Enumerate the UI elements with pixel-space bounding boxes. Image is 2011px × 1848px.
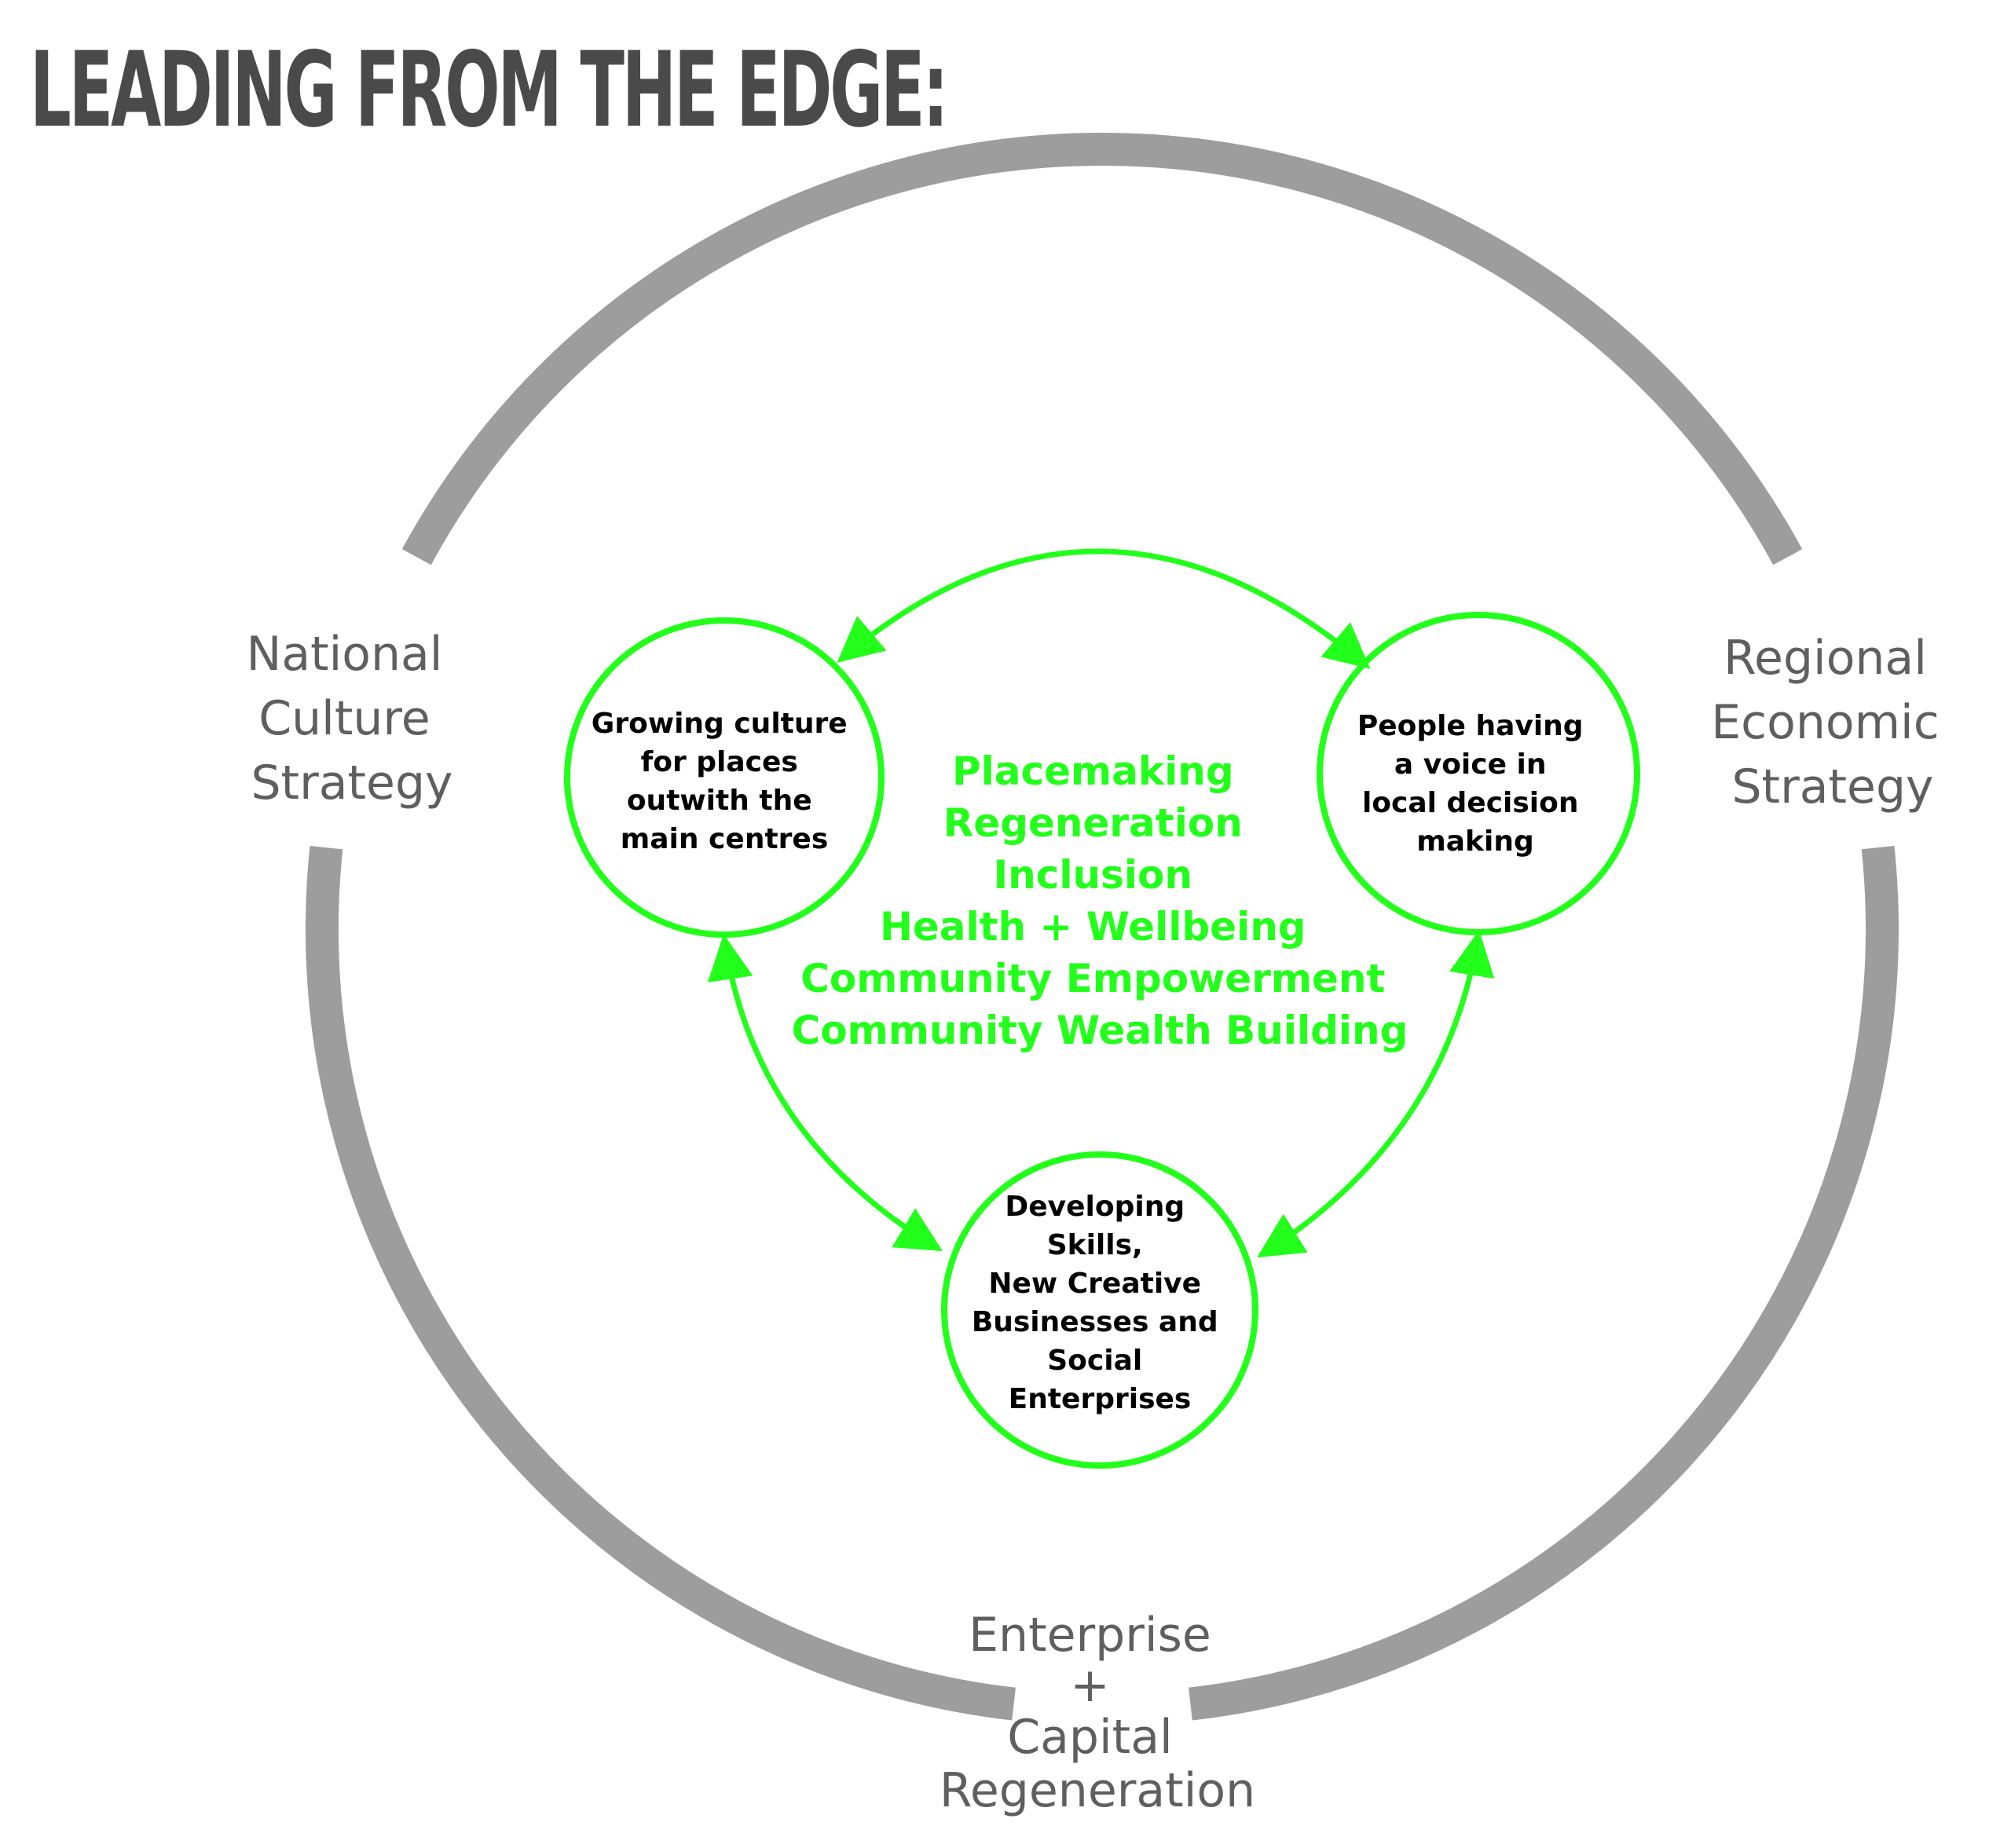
arrow-voice-skills bbox=[1257, 930, 1495, 1258]
theme-item: Health + Wellbeing bbox=[880, 904, 1306, 950]
theme-item: Inclusion bbox=[994, 852, 1192, 898]
node-label-skills: Developing Skills, New Creative Business… bbox=[972, 1191, 1228, 1415]
label-regional-economic-strategy: Regional Economic Strategy bbox=[1711, 631, 1954, 814]
arrow-culture-skills bbox=[708, 934, 943, 1252]
theme-item: Community Empowerment bbox=[800, 956, 1385, 1001]
theme-item: Community Wealth Building bbox=[792, 1008, 1408, 1053]
node-circle-skills bbox=[941, 1151, 1258, 1469]
node-label-culture: Growing culture for places outwith the m… bbox=[592, 708, 857, 855]
label-national-culture-strategy: National Culture Strategy bbox=[246, 627, 457, 811]
node-label-voice: People having a voice in local decision … bbox=[1357, 710, 1593, 858]
outer-ring-right bbox=[1189, 846, 1899, 1721]
theme-item: Placemaking bbox=[952, 748, 1234, 794]
themes-list: Placemaking Regeneration Inclusion Healt… bbox=[792, 748, 1408, 1053]
outer-ring-top bbox=[401, 132, 1803, 565]
outer-ring bbox=[305, 132, 1899, 1721]
arrow-culture-voice bbox=[837, 548, 1371, 669]
theme-item: Regeneration bbox=[943, 800, 1243, 846]
page-title: LEADING FROM THE EDGE: bbox=[30, 28, 949, 151]
label-enterprise-capital-regeneration: Enterprise + Capital Regeneration bbox=[940, 1608, 1255, 1818]
outer-ring-left bbox=[305, 846, 1016, 1721]
